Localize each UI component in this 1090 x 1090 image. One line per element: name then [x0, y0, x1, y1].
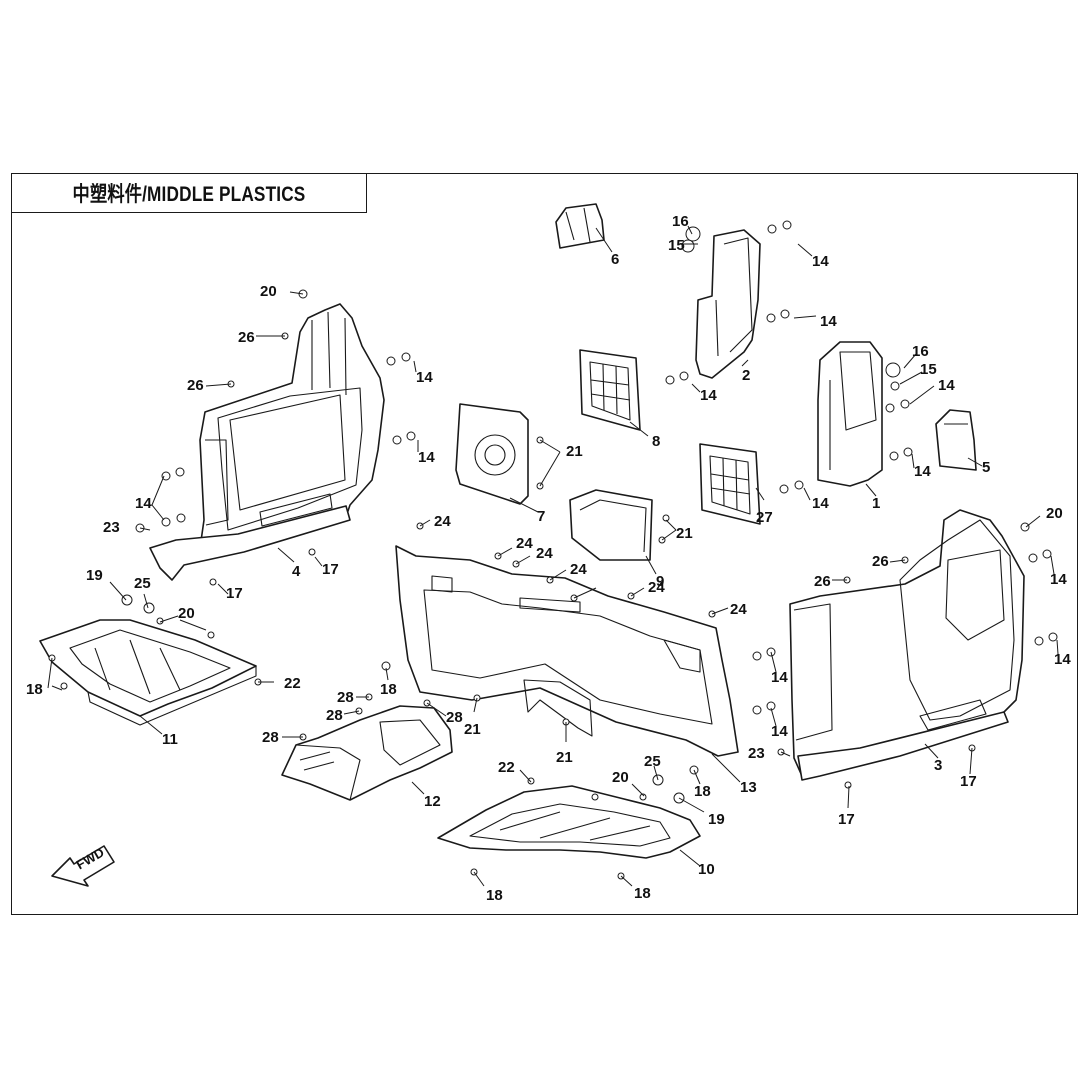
callout-4: 4 [292, 563, 301, 580]
callout-14: 14 [938, 377, 955, 394]
callout-2: 2 [742, 367, 750, 384]
callout-24: 24 [536, 545, 553, 562]
part-1-rear-panel [817, 341, 883, 487]
callout-numbers: 1 2 3 4 5 6 7 8 9 10 11 12 13 14 14 14 1… [26, 213, 1071, 904]
callout-10: 10 [698, 861, 715, 878]
callout-24: 24 [434, 513, 451, 530]
callout-21: 21 [676, 525, 693, 542]
callout-17: 17 [226, 585, 243, 602]
callout-14: 14 [1050, 571, 1067, 588]
callout-20: 20 [612, 769, 629, 786]
part-8-vent-grille [579, 349, 641, 431]
part-10-right-floor-panel [437, 785, 701, 859]
callout-14: 14 [416, 369, 433, 386]
part-2-pillar [695, 229, 761, 379]
callout-28: 28 [446, 709, 463, 726]
callout-21: 21 [464, 721, 481, 738]
callout-26: 26 [814, 573, 831, 590]
callout-21: 21 [566, 443, 583, 460]
callout-20: 20 [178, 605, 195, 622]
callout-26: 26 [187, 377, 204, 394]
part-27-vent-grille [699, 443, 761, 525]
callout-24: 24 [648, 579, 665, 596]
callout-17: 17 [838, 811, 855, 828]
part-4-left-side-panel [149, 303, 385, 581]
callout-14: 14 [771, 723, 788, 740]
callout-17: 17 [960, 773, 977, 790]
part-6-end-cap [555, 203, 605, 249]
callout-18: 18 [26, 681, 43, 698]
callout-14: 14 [771, 669, 788, 686]
callout-24: 24 [570, 561, 587, 578]
callout-6: 6 [611, 251, 619, 268]
callout-27: 27 [756, 509, 773, 526]
callout-12: 12 [424, 793, 441, 810]
callout-11: 11 [162, 731, 178, 748]
callout-24: 24 [730, 601, 747, 618]
callout-28: 28 [262, 729, 279, 746]
callout-14: 14 [418, 449, 435, 466]
callout-8: 8 [652, 433, 660, 450]
callout-18: 18 [694, 783, 711, 800]
callout-14: 14 [812, 253, 829, 270]
callout-20: 20 [1046, 505, 1063, 522]
callout-21: 21 [556, 749, 573, 766]
callout-22: 22 [498, 759, 515, 776]
callout-26: 26 [238, 329, 255, 346]
callout-9: 9 [656, 573, 664, 590]
callout-5: 5 [982, 459, 990, 476]
callout-18: 18 [634, 885, 651, 902]
callout-24: 24 [516, 535, 533, 552]
callout-14: 14 [1054, 651, 1071, 668]
fwd-arrow-icon: FWD [51, 845, 115, 887]
callout-3: 3 [934, 757, 942, 774]
callout-26: 26 [872, 553, 889, 570]
callout-23: 23 [748, 745, 765, 762]
title-box: 中塑料件/MIDDLE PLASTICS [11, 173, 367, 213]
callout-18: 18 [380, 681, 397, 698]
part-7-fan-bracket [455, 403, 529, 505]
part-12-tunnel-cover [281, 705, 453, 801]
callout-14: 14 [820, 313, 837, 330]
callout-7: 7 [537, 508, 545, 525]
callout-16: 16 [912, 343, 929, 360]
callout-15: 15 [920, 361, 937, 378]
part-5-end-cap [935, 409, 977, 471]
part-11-left-floor-panel [39, 619, 257, 726]
callout-19: 19 [708, 811, 725, 828]
callout-19: 19 [86, 567, 103, 584]
callout-1: 1 [872, 495, 880, 512]
callout-16: 16 [672, 213, 689, 230]
callout-14: 14 [700, 387, 717, 404]
page-title: 中塑料件/MIDDLE PLASTICS [72, 183, 306, 206]
part-9-duct-cover [569, 489, 653, 561]
callout-13: 13 [740, 779, 757, 796]
callout-14: 14 [812, 495, 829, 512]
callout-20: 20 [260, 283, 277, 300]
callout-28: 28 [337, 689, 354, 706]
callout-15: 15 [668, 237, 685, 254]
callout-18: 18 [486, 887, 503, 904]
part-3-right-side-panel [789, 509, 1025, 781]
callout-14: 14 [135, 495, 152, 512]
callout-14: 14 [914, 463, 931, 480]
callout-25: 25 [644, 753, 661, 770]
fasteners [48, 220, 1058, 880]
leader-lines [47, 225, 1059, 887]
callout-25: 25 [134, 575, 151, 592]
callout-28: 28 [326, 707, 343, 724]
part-13-rear-panel [395, 545, 739, 757]
diagram-frame [11, 173, 1078, 915]
callout-17: 17 [322, 561, 339, 578]
callout-23: 23 [103, 519, 120, 536]
callout-22: 22 [284, 675, 301, 692]
